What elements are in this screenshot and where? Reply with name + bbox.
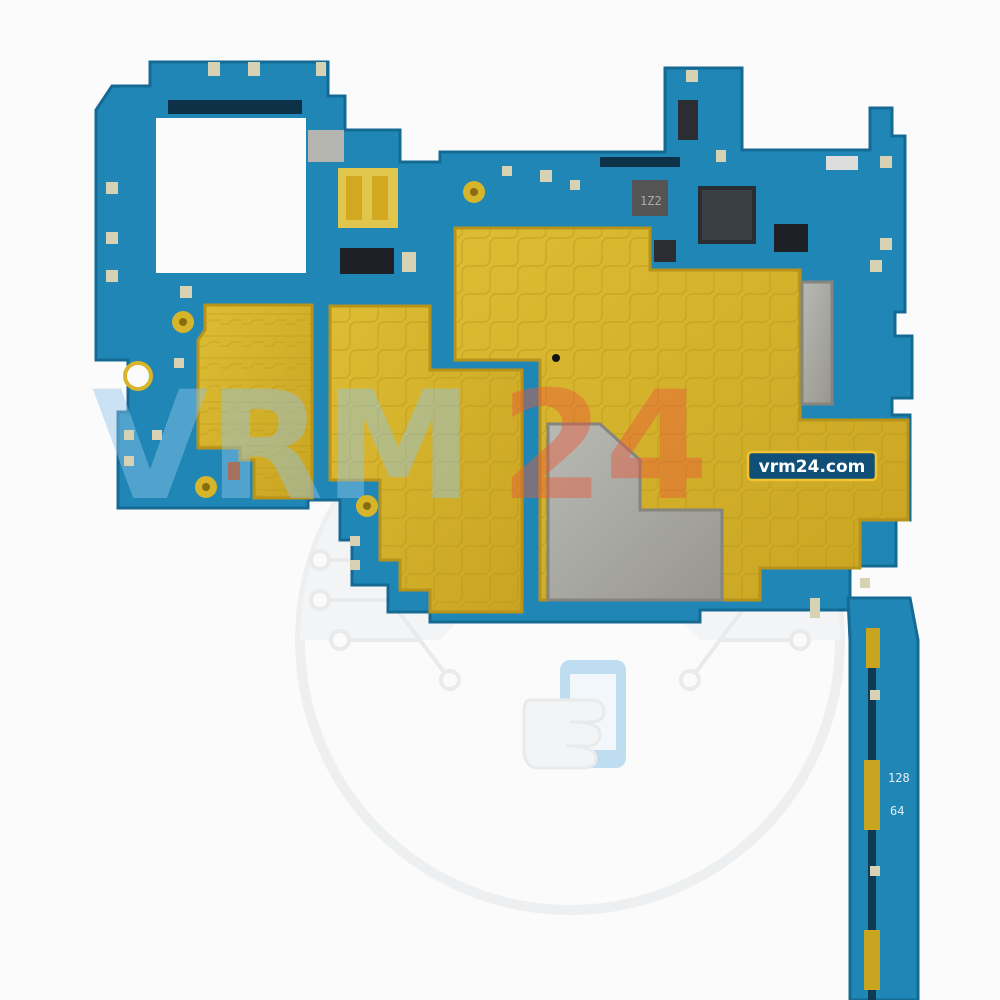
shield-silver-right [800, 280, 834, 406]
flex-label-64: 64 [890, 804, 904, 818]
phone-in-hand-icon [522, 660, 626, 770]
coax-connectors [172, 181, 485, 517]
svg-text:vrm24.com: vrm24.com [759, 457, 866, 477]
svg-text:VRM: VRM [92, 360, 473, 534]
brand-tag: vrm24.com [746, 450, 878, 482]
shield-silver-center [546, 422, 724, 602]
watermark-logo: VRM 24 [92, 360, 709, 534]
camera-cutout [156, 118, 306, 273]
mount-hole [123, 361, 153, 391]
svg-text:1Z2: 1Z2 [640, 194, 662, 208]
tiny-pads [106, 62, 892, 876]
svg-text:24: 24 [500, 360, 709, 534]
flex-label-128: 128 [888, 771, 910, 785]
smd-components: 1Z2 [308, 100, 858, 274]
